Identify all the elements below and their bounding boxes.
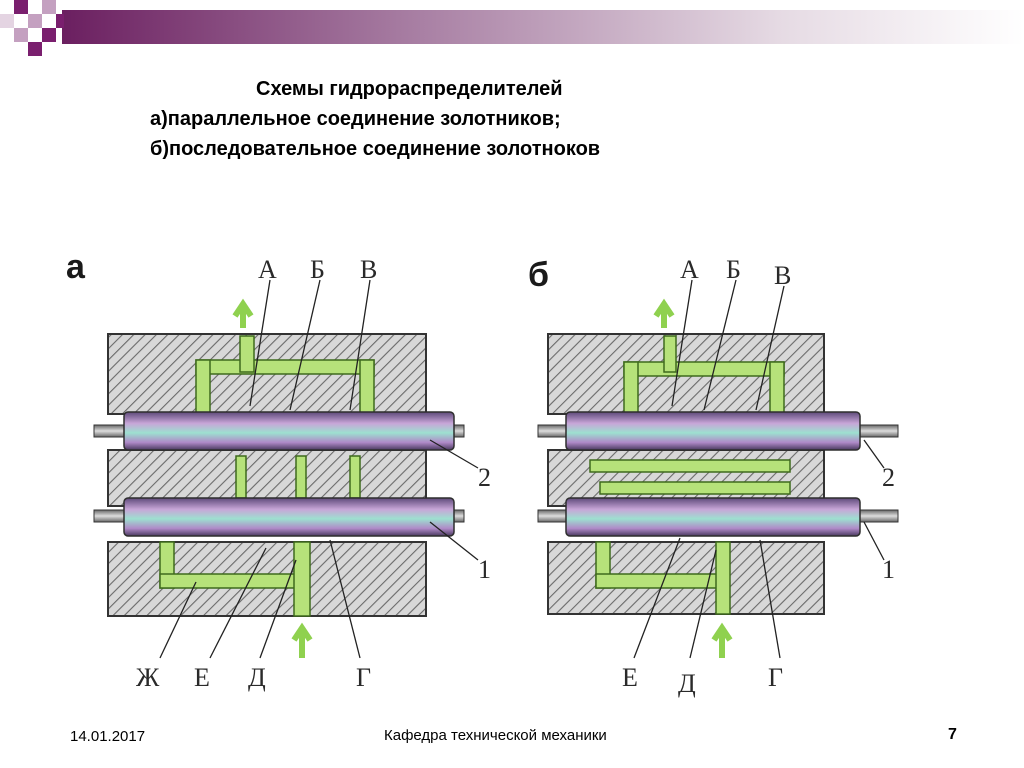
label-a-bottom-3: Д: [248, 663, 266, 692]
label-a-spool-1: 1: [478, 555, 491, 584]
valve-body-middle: [107, 449, 427, 507]
label-a-bottom-2: Е: [194, 663, 210, 692]
flow-channels-a: [159, 335, 375, 617]
label-a-bottom-1: Ж: [136, 663, 160, 692]
label-b-top-2: Б: [726, 255, 741, 284]
label-a-spool-2: 2: [478, 463, 491, 492]
diagram-b: б: [528, 255, 899, 698]
valve-diagrams: а: [66, 248, 899, 698]
leader-lines-b: [633, 279, 885, 659]
arrow-in-b: [711, 622, 733, 658]
footer-date: 14.01.2017: [70, 728, 146, 745]
flow-channels-b: [589, 335, 791, 615]
page-number: 7: [948, 726, 957, 743]
panel-label-a: а: [66, 248, 86, 286]
label-b-bottom-3: Г: [768, 663, 783, 692]
label-b-spool-2: 2: [882, 463, 895, 492]
spool-lower-a: [123, 497, 455, 537]
label-b-spool-1: 1: [882, 555, 895, 584]
diagram-a: а: [66, 248, 491, 692]
label-b-bottom-1: Е: [622, 663, 638, 692]
label-b-bottom-2: Д: [678, 669, 696, 698]
slide-title: Схемы гидрораспределителей а)параллельно…: [150, 74, 790, 164]
arrow-out-a: [232, 298, 254, 328]
spool-upper-b: [565, 411, 861, 451]
header-decoration: [0, 0, 1024, 56]
label-a-top-2: Б: [310, 255, 325, 284]
spool-lower-b: [565, 497, 861, 537]
arrow-out-b: [653, 298, 675, 328]
arrow-in-a: [291, 622, 313, 658]
spool-upper-a: [123, 411, 455, 451]
label-b-top-3: В: [774, 261, 791, 290]
label-a-top-3: В: [360, 255, 377, 284]
title-line-3: б)последовательное соединение золотноков: [150, 138, 601, 160]
label-a-bottom-4: Г: [356, 663, 371, 692]
footer-department: Кафедра технической механики: [384, 727, 607, 744]
label-b-top-1: А: [680, 255, 699, 284]
label-a-top-1: А: [258, 255, 277, 284]
leader-lines-a: [159, 279, 479, 659]
title-line-1: Схемы гидрораспределителей: [256, 78, 563, 100]
panel-label-b: б: [528, 256, 549, 294]
title-line-2: а)параллельное соединение золотников;: [150, 108, 561, 130]
